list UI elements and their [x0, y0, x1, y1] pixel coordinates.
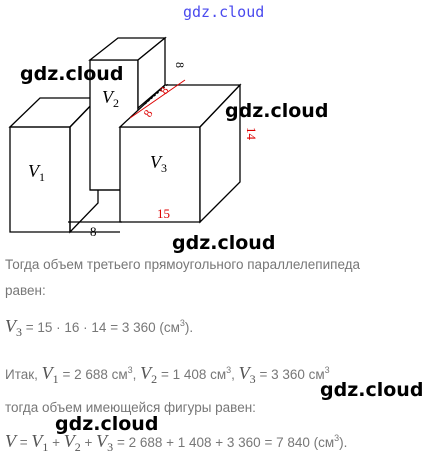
watermark: gdz.cloud: [172, 232, 276, 254]
text-line-5: тогда объем имеющейся фигуры равен:: [5, 400, 256, 415]
dim-mid-line: [144, 83, 169, 105]
dim-side-14: 14: [244, 127, 259, 141]
v3-formula: V3 = 15 · 16 · 14 = 3 360 (см3).: [5, 316, 194, 339]
watermark: gdz.cloud: [20, 63, 124, 85]
v1-side-face: [69, 96, 99, 234]
summary-line: Итак, V1 = 2 688 см3, V2 = 1 408 см3, V3…: [5, 363, 330, 386]
v2-label: V2: [102, 87, 119, 110]
watermark: gdz.cloud: [320, 379, 424, 401]
watermark: gdz.cloud: [55, 413, 159, 435]
watermark-top: gdz.cloud: [183, 3, 265, 21]
v3-label: V3: [150, 152, 167, 175]
v1-label: V1: [28, 161, 45, 184]
dim-top-8: 8: [173, 62, 187, 68]
dim-red-line: [129, 79, 186, 119]
total-formula: V = V1 + V2 + V3 = 2 688 + 1 408 + 3 360…: [5, 431, 348, 454]
dim-bottom-8: 8: [90, 224, 97, 239]
watermark: gdz.cloud: [225, 100, 329, 122]
text-line-2: равен:: [5, 283, 46, 298]
dim-bottom-15: 15: [157, 206, 170, 221]
geometry-figure: V1 V2 V3 8 8 8 14 15 8: [8, 36, 259, 239]
text-line-1: Тогда объем третьего прямоугольного пара…: [5, 257, 361, 272]
v3-side-face: [199, 83, 241, 224]
